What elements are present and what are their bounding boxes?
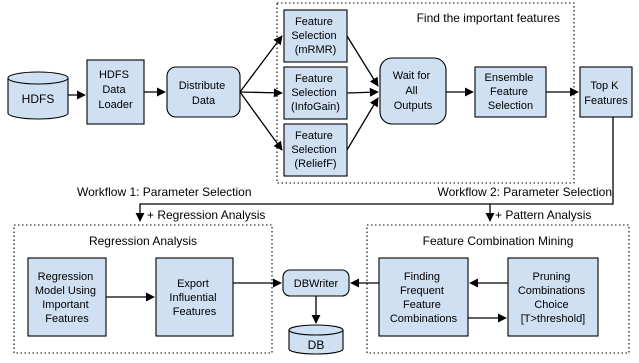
workflow-2-label-line-2: + Pattern Analysis — [495, 208, 591, 222]
svg-text:Regression Model Using: Regression Model Using Important Feature… — [35, 271, 99, 325]
regmodel-line-2: Model Using — [35, 285, 96, 297]
region-mining-title: Feature Combination Mining — [423, 234, 574, 248]
distribute-line-1: Distribute — [179, 80, 225, 92]
relieff-line-3: (ReliefF) — [294, 158, 336, 170]
feature-selection-relieff-node: Feature Selection (ReliefF) — [283, 123, 348, 177]
distribute-data-node: Distribute Data — [166, 66, 241, 118]
relieff-line-2: Selection — [291, 144, 336, 156]
export-line-1: Export — [177, 278, 209, 290]
region-feature-combination — [366, 224, 630, 354]
edge-distribute-relieff — [239, 91, 283, 151]
infogain-line-3: (InfoGain) — [291, 101, 340, 113]
export-line-2: Influential — [169, 292, 216, 304]
hdfs-data-loader-node: HDFS Data Loader — [86, 59, 145, 125]
workflow-1-label-line-1: Workflow 1: Parameter Selection — [77, 185, 252, 199]
mrmr-line-3: (mRMR) — [295, 44, 337, 56]
wait-outputs-node: Wait for All Outputs — [379, 57, 447, 125]
db-label: DB — [308, 338, 325, 352]
mrmr-line-1: Feature — [295, 16, 333, 28]
hdfs-label: HDFS — [22, 92, 55, 106]
region-important-title: Find the important features — [417, 11, 560, 25]
finding-line-2: Frequent — [400, 285, 444, 297]
pruning-line-3: Choice — [534, 299, 568, 311]
pruning-line-4: [T>threshold] — [521, 313, 586, 325]
finding-line-3: Feature — [403, 299, 441, 311]
svg-text:Feature Selection: Feature Selection (ReliefF) — [291, 130, 339, 170]
finding-line-1: Finding — [404, 271, 440, 283]
feature-selection-mrmr-node: Feature Selection (mRMR) — [283, 9, 348, 63]
topk-line-1: Top K — [590, 80, 619, 92]
svg-text:Export Influential: Export Influential Features — [169, 278, 219, 318]
distribute-line-2: Data — [192, 95, 216, 107]
svg-text:HDFS Data Loader: HDFS Data Loader — [98, 69, 133, 111]
loader-line-1: HDFS — [99, 69, 129, 81]
loader-line-2: Data — [102, 84, 126, 96]
regmodel-line-3: Important — [42, 299, 88, 311]
pruning-line-1: Pruning — [533, 271, 571, 283]
regression-model-node: Regression Model Using Important Feature… — [27, 257, 107, 337]
pruning-line-2: Combinations — [518, 285, 586, 297]
edge-mrmr-wait — [346, 35, 379, 87]
svg-text:Distribute Data: Distribute Data — [179, 80, 229, 107]
loader-line-3: Loader — [98, 99, 133, 111]
dbwriter-label: DBWriter — [294, 278, 339, 290]
dbwriter-node: DBWriter — [282, 269, 350, 297]
finding-line-4: Combinations — [390, 313, 458, 325]
wait-line-3: Outputs — [394, 100, 433, 112]
db-storage: DB — [288, 324, 344, 355]
mrmr-line-2: Selection — [291, 30, 336, 42]
region-regression-analysis — [13, 224, 273, 354]
svg-text:Finding Frequent F: Finding Frequent Feature Combinations — [390, 271, 458, 325]
edges — [68, 35, 614, 324]
export-features-node: Export Influential Features — [155, 257, 234, 337]
top-k-features-node: Top K Features — [579, 66, 633, 118]
finding-combinations-node: Finding Frequent Feature Combinations — [378, 257, 469, 337]
regmodel-line-4: Features — [45, 313, 89, 325]
edge-distribute-mrmr — [239, 35, 283, 93]
relieff-line-1: Feature — [295, 130, 333, 142]
topk-line-2: Features — [584, 95, 628, 107]
ensemble-selection-node: Ensemble Feature Selection — [474, 66, 547, 118]
feature-selection-infogain-node: Feature Selection (InfoGain) — [283, 66, 348, 120]
infogain-line-1: Feature — [295, 73, 333, 85]
region-regression-title: Regression Analysis — [89, 234, 197, 248]
export-line-3: Features — [173, 306, 217, 318]
edge-infogain-wait — [346, 87, 379, 97]
svg-text:Wait for All Outpu: Wait for All Outputs — [393, 70, 434, 112]
workflow-2-label-line-1: Workflow 2: Parameter Selection — [437, 185, 612, 199]
svg-text:Pruning Combinations: Pruning Combinations Choice [T>threshold… — [518, 271, 588, 325]
edge-topk-workflow-1 — [135, 117, 614, 222]
edge-distribute-infogain — [239, 88, 283, 98]
hdfs-storage: HDFS — [7, 71, 69, 120]
edge-relieff-wait — [346, 97, 379, 151]
svg-text:Feature Selection: Feature Selection (InfoGain) — [291, 73, 340, 113]
workflow-1-label-line-2: + Regression Analysis — [147, 208, 265, 222]
svg-text:Top K Features: Top K Features — [584, 80, 628, 107]
svg-text:Ensemble Feature S: Ensemble Feature Selection — [485, 72, 537, 112]
regmodel-line-1: Regression — [38, 271, 94, 283]
infogain-line-2: Selection — [291, 87, 336, 99]
pruning-combinations-node: Pruning Combinations Choice [T>threshold… — [507, 257, 599, 337]
wait-line-2: All — [405, 85, 417, 97]
ensemble-line-3: Selection — [488, 100, 533, 112]
ensemble-line-2: Feature — [490, 86, 528, 98]
svg-text:Feature Selection: Feature Selection (mRMR) — [291, 16, 339, 56]
ensemble-line-1: Ensemble — [485, 72, 534, 84]
wait-line-1: Wait for — [393, 70, 431, 82]
